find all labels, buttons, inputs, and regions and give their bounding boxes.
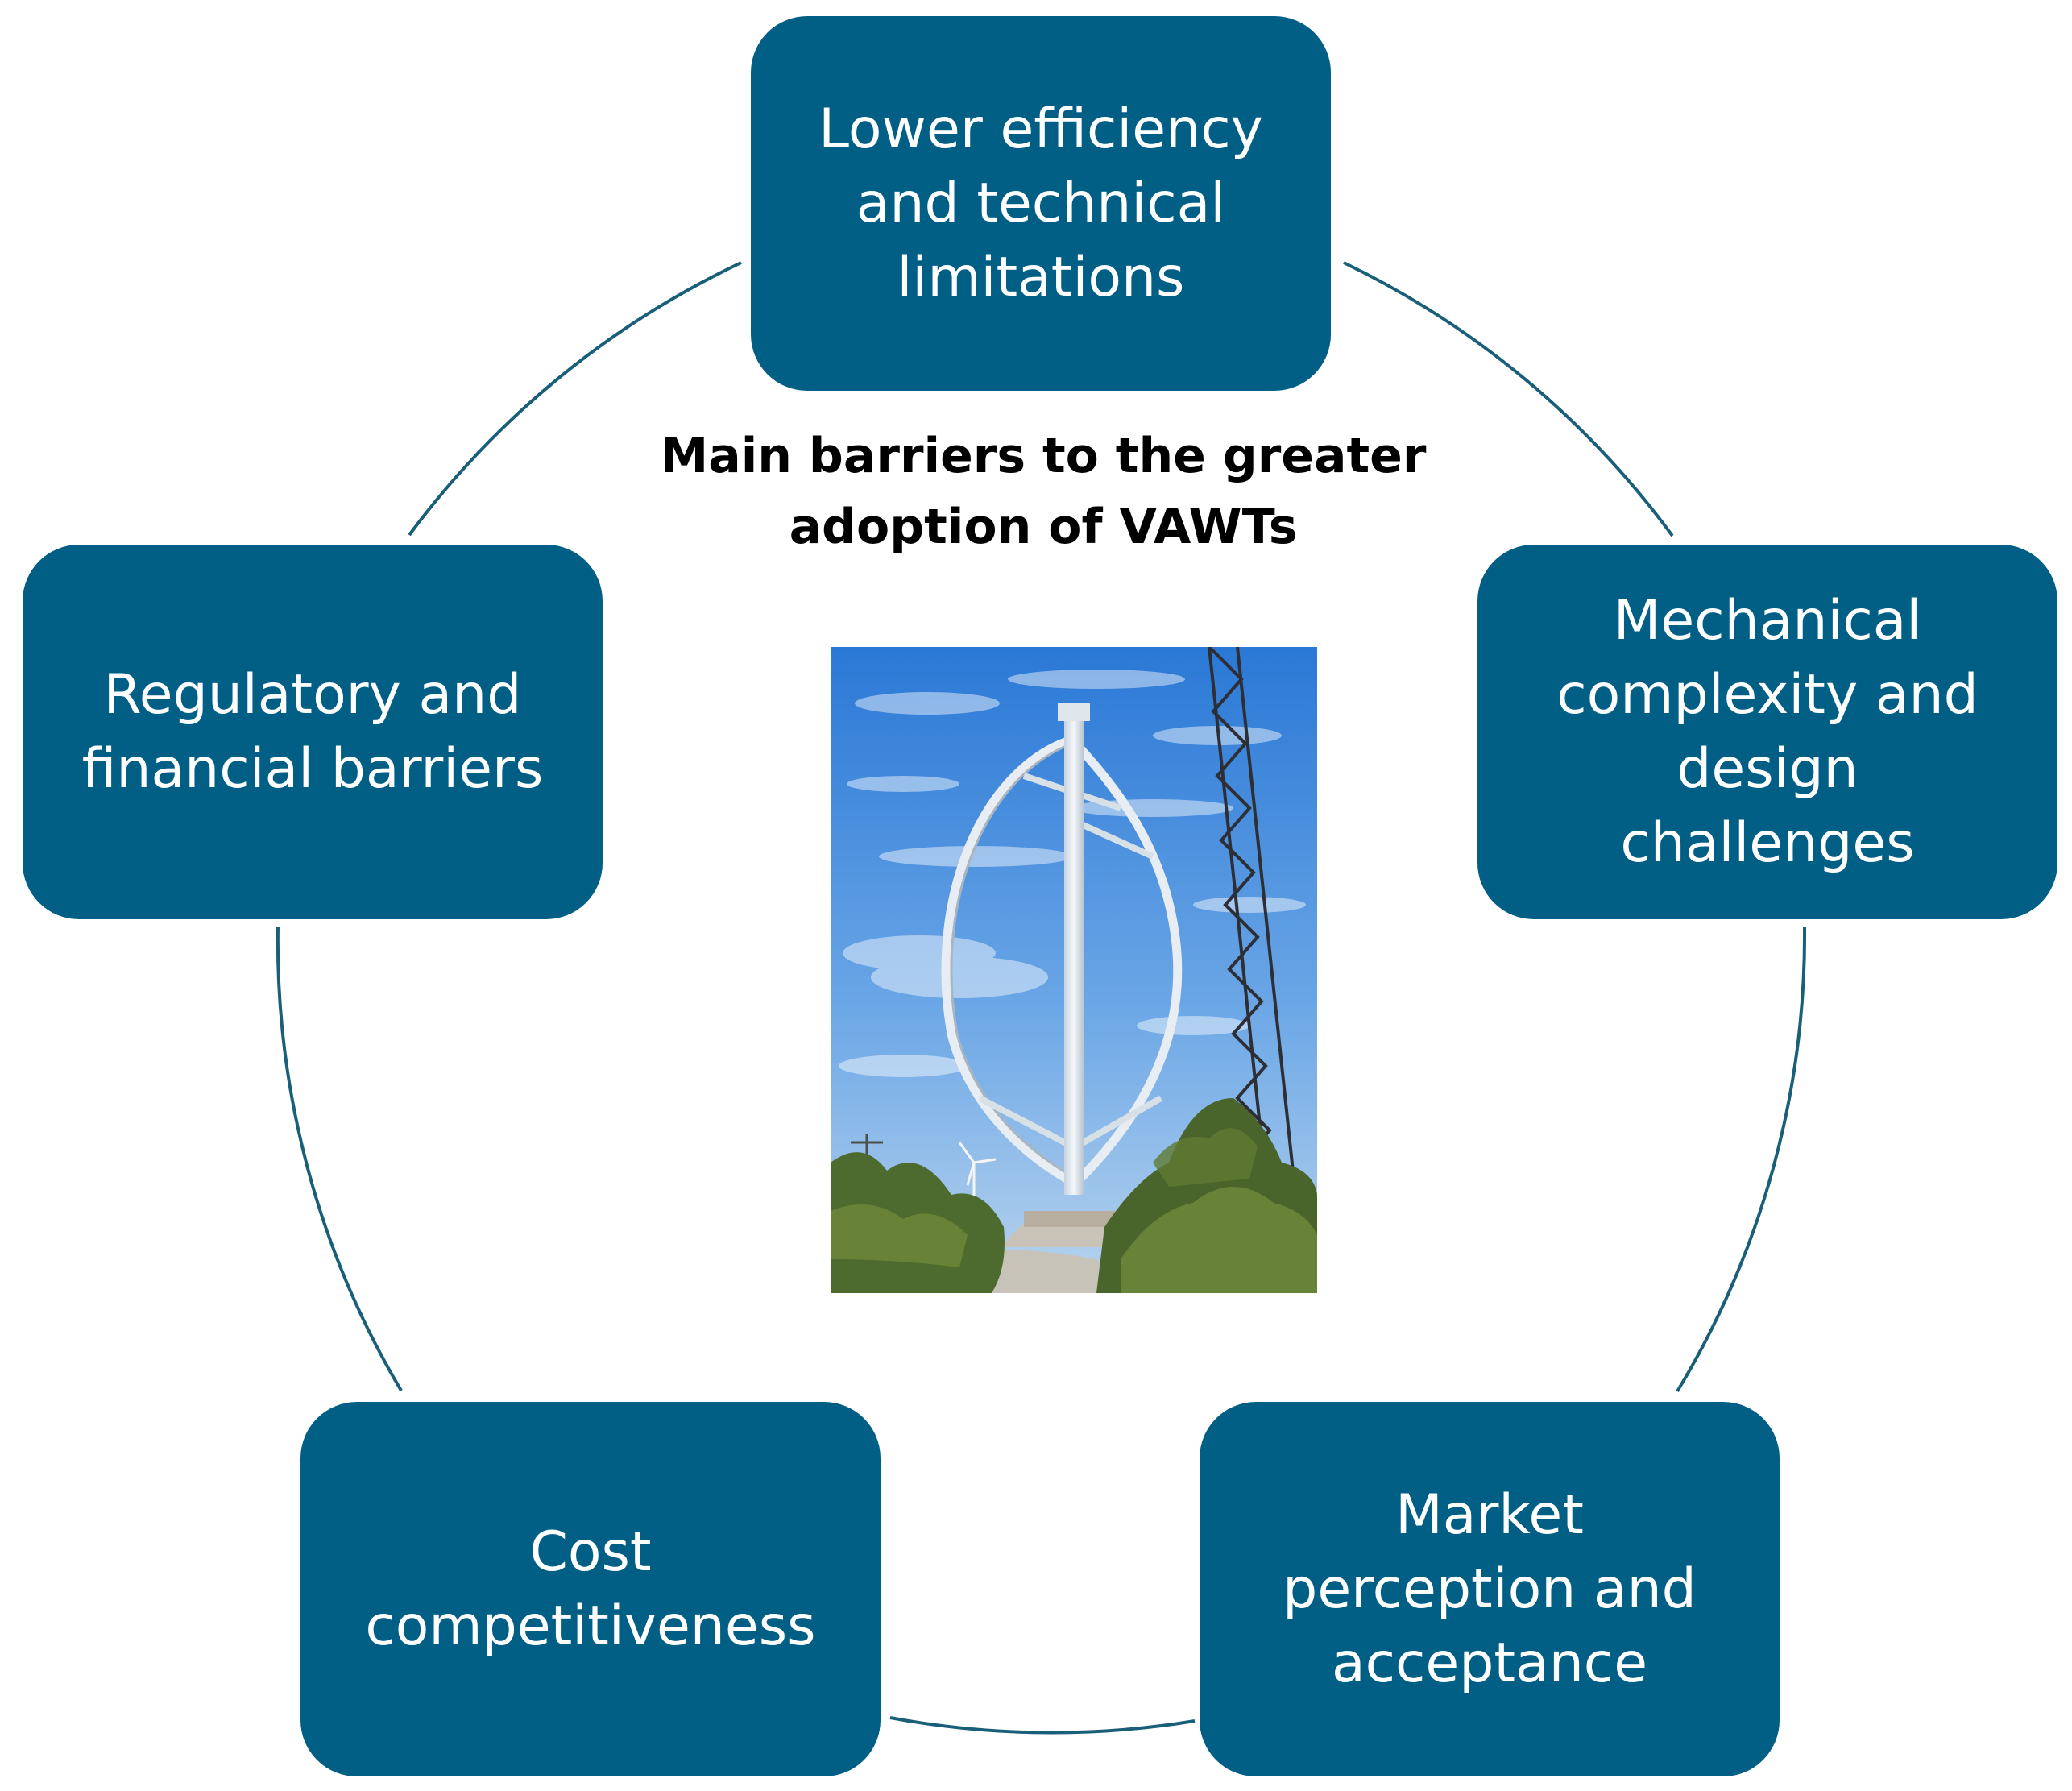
barrier-label-market: Market perception and acceptance <box>1283 1478 1697 1701</box>
label-line: Cost <box>529 1519 652 1584</box>
barrier-node-efficiency: Lower efficiency and technical limitatio… <box>751 16 1331 391</box>
ring-arc-left-top <box>408 261 742 537</box>
ring-arc-top-right <box>1343 261 1674 537</box>
label-line: Regulatory and <box>103 662 522 727</box>
turbine-blade-shadows <box>950 740 1078 1180</box>
turbine-tower <box>1064 711 1084 1195</box>
label-line: Lower efficiency <box>818 97 1263 161</box>
barrier-label-regulatory: Regulatory and financial barriers <box>82 658 544 806</box>
label-line: perception and <box>1283 1557 1697 1621</box>
barrier-node-regulatory: Regulatory and financial barriers <box>23 545 603 919</box>
label-line: acceptance <box>1331 1631 1648 1695</box>
label-line: Mechanical <box>1613 588 1922 653</box>
label-line: limitations <box>897 245 1185 309</box>
label-line: complexity and <box>1556 662 1979 727</box>
label-line: competitiveness <box>365 1594 816 1658</box>
turbine-blades <box>941 735 1183 1187</box>
label-line: challenges <box>1620 811 1915 875</box>
ring-arc-bottomleft-left <box>276 926 403 1392</box>
title-line: Main barriers to the greater <box>660 428 1427 484</box>
barrier-node-cost: Cost competitiveness <box>300 1402 881 1776</box>
label-line: financial barriers <box>81 736 544 801</box>
vawt-photo <box>831 647 1317 1293</box>
turbine-illustration <box>831 647 1317 1293</box>
ring-arc-bottom <box>889 1716 1196 1735</box>
turbine-top-hub <box>1058 703 1090 721</box>
label-line: design <box>1676 736 1859 801</box>
clouds <box>839 670 1306 1077</box>
barrier-label-mechanical: Mechanical complexity and design challen… <box>1556 584 1979 881</box>
ring-arc-right-bottomright <box>1676 926 1807 1393</box>
trees <box>831 1098 1317 1293</box>
barrier-label-efficiency: Lower efficiency and technical limitatio… <box>818 93 1263 315</box>
label-line: Market <box>1395 1482 1584 1547</box>
diagram-title: Main barriers to the greater adoption of… <box>628 421 1458 562</box>
title-line: adoption of VAWTs <box>789 499 1298 555</box>
barrier-node-market: Market perception and acceptance <box>1200 1402 1780 1776</box>
label-line: and technical <box>856 171 1226 235</box>
barrier-node-mechanical: Mechanical complexity and design challen… <box>1477 545 2057 919</box>
barrier-label-cost: Cost competitiveness <box>365 1515 815 1664</box>
